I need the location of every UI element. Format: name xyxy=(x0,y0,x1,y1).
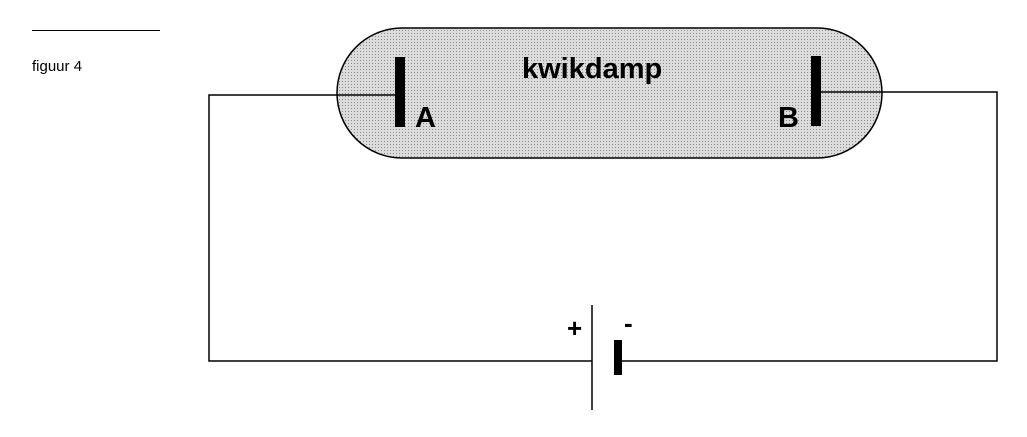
gas-label: kwikdamp xyxy=(522,53,662,85)
electrode-b-label: B xyxy=(778,102,799,134)
wire-right xyxy=(620,91,998,362)
electrode-b xyxy=(811,56,821,126)
wire-left xyxy=(208,94,592,362)
battery-positive-label: + xyxy=(567,313,582,343)
figure-label: figuur 4 xyxy=(32,58,83,75)
figure-rule xyxy=(32,30,160,31)
battery-negative-plate xyxy=(614,340,622,375)
electrode-a xyxy=(395,57,405,127)
battery-negative-label: - xyxy=(624,308,633,338)
electrode-a-label: A xyxy=(415,102,436,134)
discharge-tube xyxy=(336,27,883,159)
